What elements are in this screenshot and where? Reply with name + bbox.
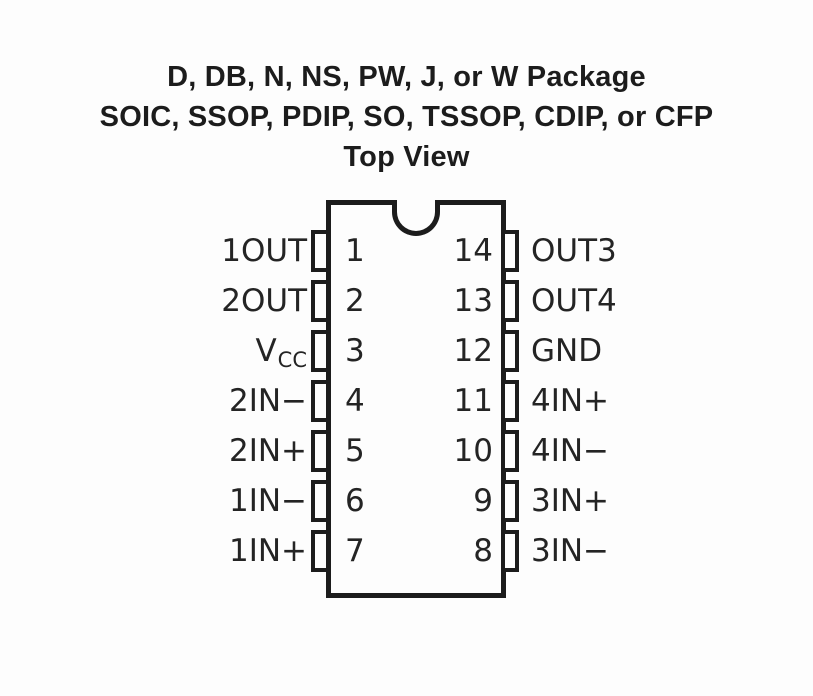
pin-number-5: 5	[345, 433, 365, 469]
pin-number-10: 10	[453, 433, 493, 469]
pin-number-4: 4	[345, 383, 365, 419]
pin-lead-7	[311, 530, 330, 572]
pin-number-3: 3	[345, 333, 365, 369]
pin-lead-5	[311, 430, 330, 472]
orientation-notch	[392, 200, 440, 236]
pin-number-6: 6	[345, 483, 365, 519]
pin-lead-11	[501, 380, 519, 422]
pin-label-2out: 2OUT	[221, 283, 307, 319]
pin-label-3in-minus: 3IN−	[531, 533, 610, 569]
pin-lead-12	[501, 330, 519, 372]
pin-number-1: 1	[345, 233, 365, 269]
pin-label-3in-plus: 3IN+	[531, 483, 610, 519]
pin-number-12: 12	[453, 333, 493, 369]
pin-label-vcc: VCC	[40, 330, 307, 372]
pin-label-out3: OUT3	[531, 233, 617, 269]
pin-label-2in-plus: 2IN+	[228, 433, 307, 469]
pin-lead-8	[501, 530, 519, 572]
package-title: D, DB, N, NS, PW, J, or W Package	[167, 61, 646, 93]
pin-label-gnd: GND	[531, 333, 603, 369]
pin-lead-1	[311, 230, 330, 272]
pin-number-7: 7	[345, 533, 365, 569]
pin-number-2: 2	[345, 283, 365, 319]
pin-label-1in-minus: 1IN−	[228, 483, 307, 519]
title-block: D, DB, N, NS, PW, J, or W Package SOIC, …	[0, 57, 813, 177]
pin-label-2in-minus: 2IN−	[228, 383, 307, 419]
pin-number-11: 11	[453, 383, 493, 419]
vcc-main: V	[255, 333, 277, 369]
pin-label-4in-minus: 4IN−	[531, 433, 610, 469]
pin-lead-4	[311, 380, 330, 422]
package-subtitle: SOIC, SSOP, PDIP, SO, TSSOP, CDIP, or CF…	[99, 101, 714, 133]
pin-label-4in-plus: 4IN+	[531, 383, 610, 419]
vcc-subscript: CC	[277, 348, 307, 372]
pin-number-14: 14	[453, 233, 493, 269]
pin-label-1in-plus: 1IN+	[228, 533, 307, 569]
pin-lead-6	[311, 480, 330, 522]
pin-lead-9	[501, 480, 519, 522]
pin-lead-13	[501, 280, 519, 322]
pin-number-8: 8	[473, 533, 493, 569]
pin-number-13: 13	[453, 283, 493, 319]
pin-lead-10	[501, 430, 519, 472]
pin-label-out4: OUT4	[531, 283, 617, 319]
pin-number-9: 9	[473, 483, 493, 519]
view-label: Top View	[343, 141, 470, 173]
pin-label-1out: 1OUT	[221, 233, 307, 269]
pin-lead-14	[501, 230, 519, 272]
pin-lead-3	[311, 330, 330, 372]
pin-lead-2	[311, 280, 330, 322]
